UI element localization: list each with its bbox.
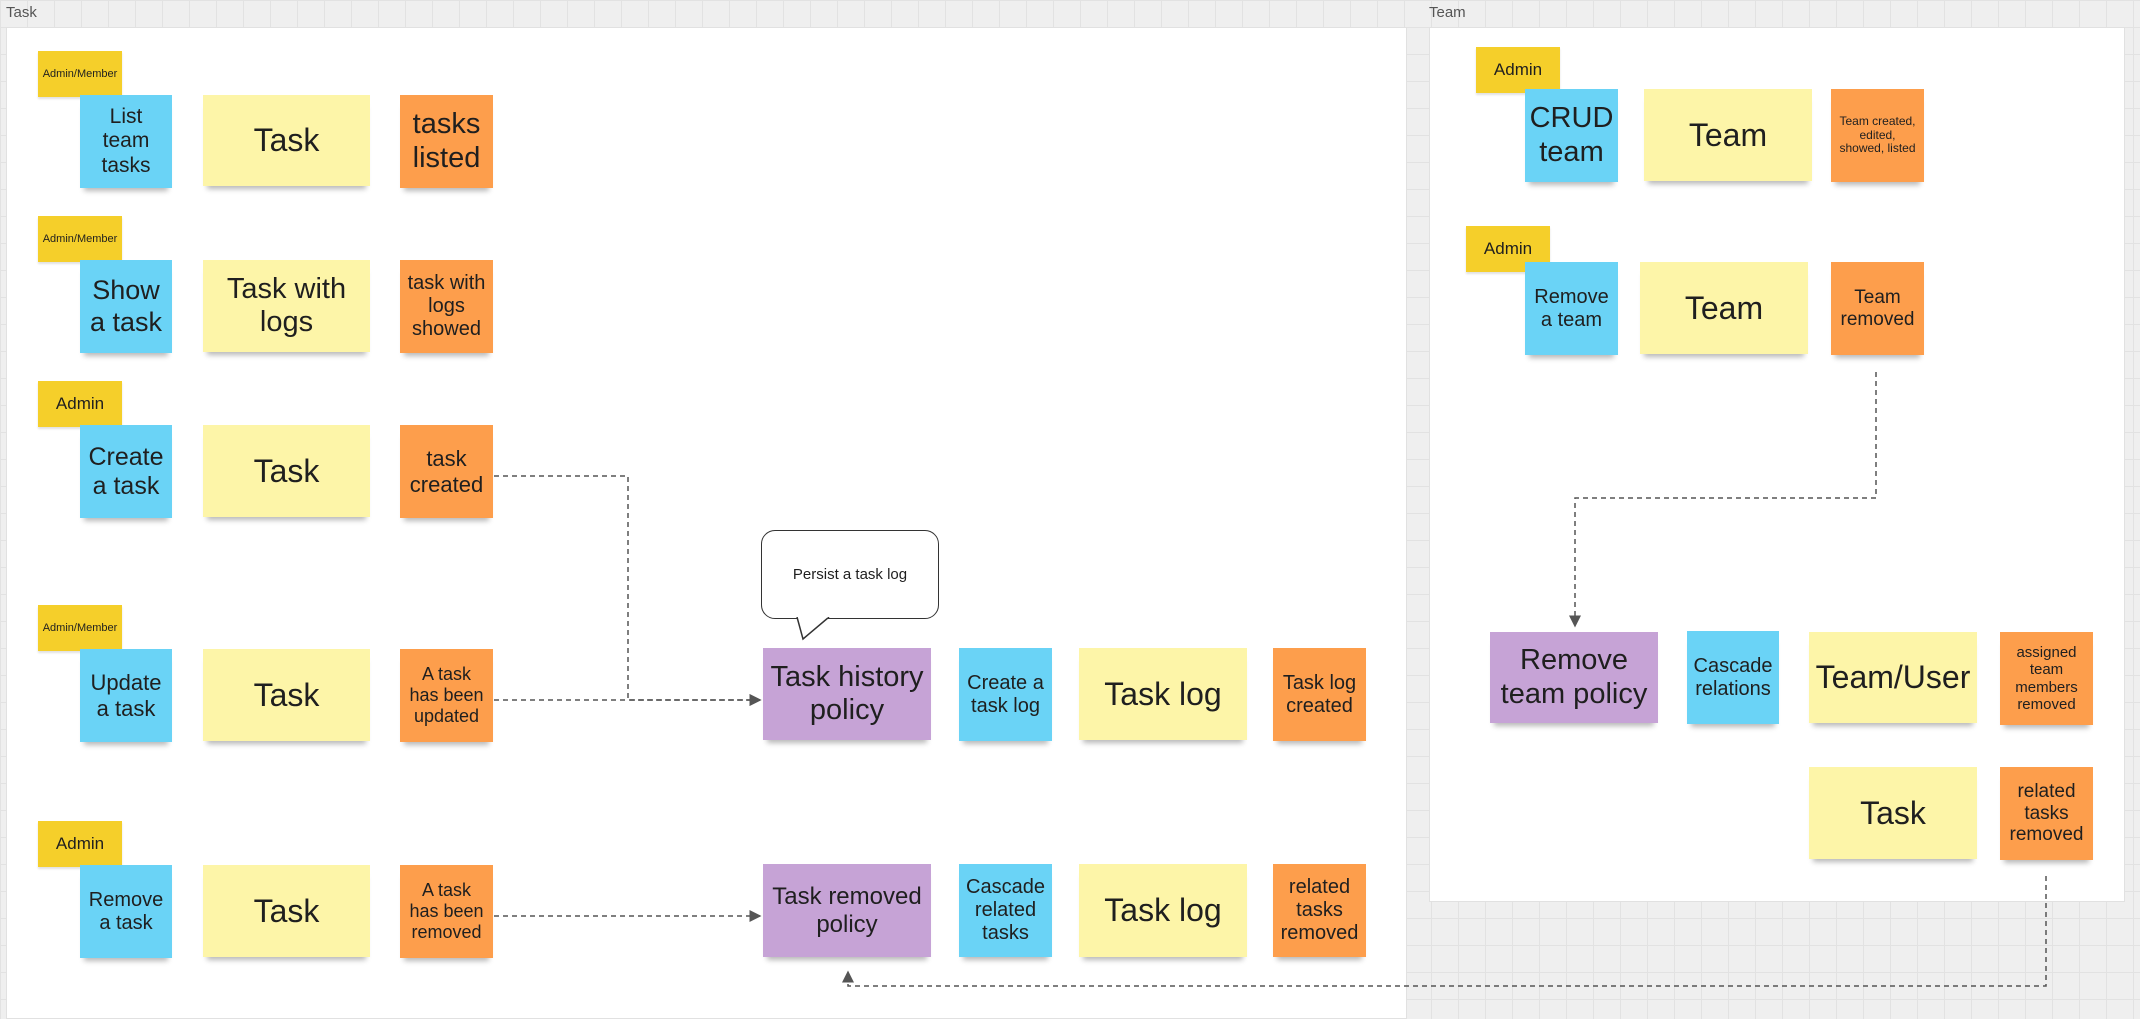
event-sticky-task-removed[interactable]: A task has been removed xyxy=(400,865,493,958)
aggregate-sticky-remove-team[interactable]: Team xyxy=(1640,262,1808,354)
aggregate-sticky-create-task[interactable]: Task xyxy=(203,425,370,517)
aggregate-sticky-task-log-removed[interactable]: Task log xyxy=(1079,864,1247,957)
aggregate-sticky-crud-team[interactable]: Team xyxy=(1644,89,1812,181)
event-sticky-team-removed[interactable]: Team removed xyxy=(1831,262,1924,355)
command-sticky-create-task-log[interactable]: Create a task log xyxy=(959,648,1052,741)
actor-sticky-show[interactable]: Admin/Member xyxy=(38,216,122,262)
aggregate-sticky-task-with-logs[interactable]: Task with logs xyxy=(203,260,370,352)
policy-sticky-task-history[interactable]: Task history policy xyxy=(763,648,931,740)
event-sticky-tasks-listed[interactable]: tasks listed xyxy=(400,95,493,188)
event-sticky-task-with-logs-showed[interactable]: task with logs showed xyxy=(400,260,493,353)
team-frame-label: Team xyxy=(1429,4,1466,21)
aggregate-sticky-remove-task[interactable]: Task xyxy=(203,865,370,957)
actor-sticky-update[interactable]: Admin/Member xyxy=(38,605,122,651)
event-sticky-assigned-team-members-removed[interactable]: assigned team members removed xyxy=(2000,632,2093,725)
command-sticky-list-team-tasks[interactable]: List team tasks xyxy=(80,95,172,188)
aggregate-sticky-team-task[interactable]: Task xyxy=(1809,767,1977,859)
command-sticky-crud-team[interactable]: CRUD team xyxy=(1525,89,1618,182)
command-sticky-update-a-task[interactable]: Update a task xyxy=(80,649,172,742)
policy-sticky-remove-team[interactable]: Remove team policy xyxy=(1490,632,1658,723)
aggregate-sticky-task-log-history[interactable]: Task log xyxy=(1079,648,1247,740)
command-sticky-cascade-relations[interactable]: Cascade relations xyxy=(1687,631,1779,724)
task-frame-label: Task xyxy=(6,4,37,21)
policy-sticky-task-removed[interactable]: Task removed policy xyxy=(763,864,931,957)
event-sticky-task-created[interactable]: task created xyxy=(400,425,493,518)
command-sticky-remove-a-team[interactable]: Remove a team xyxy=(1525,262,1618,355)
actor-sticky-list[interactable]: Admin/Member xyxy=(38,51,122,97)
callout-tail xyxy=(796,617,830,641)
event-sticky-task-updated[interactable]: A task has been updated xyxy=(400,649,493,742)
aggregate-sticky-update-task[interactable]: Task xyxy=(203,649,370,741)
callout-persist-task-log[interactable]: Persist a task log xyxy=(761,530,939,619)
aggregate-sticky-list-task[interactable]: Task xyxy=(203,95,370,186)
event-sticky-related-tasks-removed[interactable]: related tasks removed xyxy=(1273,864,1366,957)
command-sticky-create-a-task[interactable]: Create a task xyxy=(80,425,172,518)
event-sticky-team-created-edited[interactable]: Team created, edited, showed, listed xyxy=(1831,89,1924,182)
command-sticky-show-a-task[interactable]: Show a task xyxy=(80,260,172,353)
aggregate-sticky-team-user[interactable]: Team/User xyxy=(1809,632,1977,723)
command-sticky-remove-a-task[interactable]: Remove a task xyxy=(80,865,172,958)
actor-sticky-remove[interactable]: Admin xyxy=(38,821,122,867)
actor-sticky-crud-team[interactable]: Admin xyxy=(1476,47,1560,93)
actor-sticky-create[interactable]: Admin xyxy=(38,381,122,427)
event-sticky-team-related-tasks-removed[interactable]: related tasks removed xyxy=(2000,767,2093,860)
event-sticky-task-log-created[interactable]: Task log created xyxy=(1273,648,1366,741)
command-sticky-cascade-related-tasks[interactable]: Cascade related tasks xyxy=(959,864,1052,957)
